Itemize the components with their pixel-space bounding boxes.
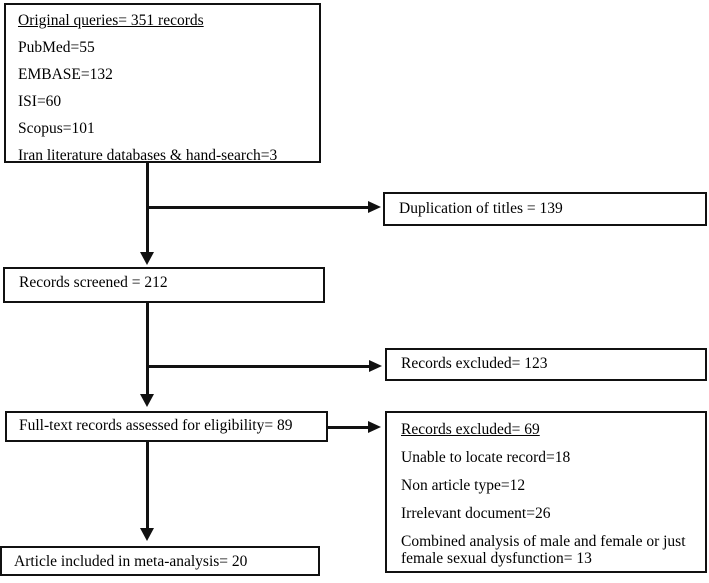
source-pubmed: PubMed=55 — [18, 39, 95, 56]
box-original-queries: Original queries= 351 records PubMed=55 … — [4, 3, 321, 164]
box-article-included: Article included in meta-analysis= 20 — [0, 546, 320, 576]
arrow-line-screened-to-fulltext — [146, 303, 149, 396]
duplication-label: Duplication of titles = 139 — [399, 200, 563, 217]
article-included-label: Article included in meta-analysis= 20 — [14, 553, 248, 570]
source-embase: EMBASE=132 — [18, 66, 113, 83]
excluded-reason-non-article: Non article type=12 — [401, 477, 526, 494]
arrow-line-to-duplication — [148, 206, 369, 209]
arrowhead-right-to-duplication — [368, 201, 381, 213]
arrowhead-down-to-screened — [140, 252, 154, 265]
box-records-excluded-123: Records excluded= 123 — [385, 348, 707, 381]
box-fulltext-assessed: Full-text records assessed for eligibili… — [5, 411, 328, 442]
arrowhead-right-to-excluded-123 — [369, 360, 382, 372]
excluded-reason-unable-to-locate: Unable to locate record=18 — [401, 449, 571, 466]
arrow-line-to-excluded-69 — [328, 426, 369, 429]
fulltext-assessed-label: Full-text records assessed for eligibili… — [19, 417, 293, 434]
box-records-screened: Records screened = 212 — [3, 267, 325, 303]
arrow-line-queries-to-screened — [146, 163, 149, 254]
source-scopus: Scopus=101 — [18, 120, 95, 137]
excluded-reason-combined-analysis: Combined analysis of male and female or … — [401, 533, 686, 567]
source-iran-handsearch: Iran literature databases & hand-search=… — [18, 147, 278, 164]
excluded-reason-irrelevant: Irrelevant document=26 — [401, 505, 551, 522]
arrowhead-down-to-included — [140, 528, 154, 541]
arrow-line-to-excluded-123 — [148, 365, 370, 368]
records-screened-label: Records screened = 212 — [19, 274, 168, 291]
arrow-line-fulltext-to-included — [146, 442, 149, 530]
arrowhead-right-to-excluded-69 — [368, 421, 381, 433]
original-queries-title: Original queries= 351 records — [18, 12, 204, 29]
records-excluded-123-label: Records excluded= 123 — [401, 355, 548, 372]
arrowhead-down-to-fulltext — [140, 394, 154, 407]
source-isi: ISI=60 — [18, 93, 62, 110]
records-excluded-69-title: Records excluded= 69 — [401, 421, 540, 438]
box-duplication-of-titles: Duplication of titles = 139 — [383, 192, 707, 226]
box-records-excluded-69: Records excluded= 69 Unable to locate re… — [385, 411, 707, 573]
